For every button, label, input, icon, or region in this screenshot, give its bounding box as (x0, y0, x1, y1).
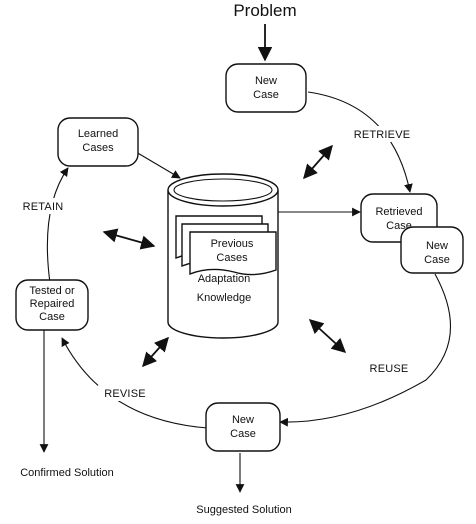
retain-db-double-arrow (102, 228, 156, 250)
problem-title: Problem (233, 1, 296, 20)
previous-cases-line1: Previous (211, 238, 254, 250)
revise-db-double-arrow (142, 336, 169, 368)
learned-cases-node: Learned Cases (57, 117, 139, 167)
revise-label: REVISE (104, 388, 146, 400)
adaptation-line1: Adaptation (198, 273, 251, 285)
reuse-label-bg (364, 360, 414, 376)
previous-cases-line2: Cases (216, 252, 248, 264)
previous-cases-documents: Previous Cases (175, 215, 277, 276)
retain-label: RETAIN (23, 201, 64, 213)
new-case-top-node: New Case (225, 63, 307, 113)
tested-case-node: Tested or Repaired Case (15, 279, 89, 331)
suggested-solution-label: Suggested Solution (196, 504, 291, 516)
tested-case-line1: Tested or (29, 285, 75, 297)
learned-cases-line1: Learned (78, 128, 118, 140)
retain-label-bg (18, 198, 68, 214)
revise-arc (61, 337, 209, 429)
new-case-right-line1: New (426, 240, 448, 252)
tested-case-line2: Repaired (30, 298, 75, 310)
retain-arc (46, 167, 69, 284)
reuse-db-double-arrow (308, 319, 347, 353)
reuse-arc (279, 273, 452, 427)
retrieve-label: RETRIEVE (354, 129, 411, 141)
new-case-top-line1: New (255, 75, 277, 87)
revise-label-bg (98, 385, 152, 401)
retrieve-label-bg (344, 126, 420, 142)
new-case-right-node: New Case (400, 226, 464, 274)
reuse-label: REUSE (370, 363, 409, 375)
confirmed-solution-label: Confirmed Solution (20, 467, 114, 479)
adaptation-line2: Knowledge (197, 292, 251, 304)
learned-to-db-arrow (135, 151, 181, 179)
new-case-right-line2: Case (424, 254, 450, 266)
tested-case-line3: Case (39, 311, 65, 323)
retrieve-arc (307, 91, 413, 193)
retrieved-case-line1: Retrieved (375, 206, 422, 218)
new-case-bottom-line2: Case (230, 428, 256, 440)
new-case-bottom-line1: New (232, 414, 254, 426)
learned-cases-line2: Cases (82, 142, 114, 154)
retrieve-db-double-arrow (303, 144, 333, 180)
new-case-bottom-node: New Case (205, 402, 281, 452)
new-case-top-line2: Case (253, 89, 279, 101)
